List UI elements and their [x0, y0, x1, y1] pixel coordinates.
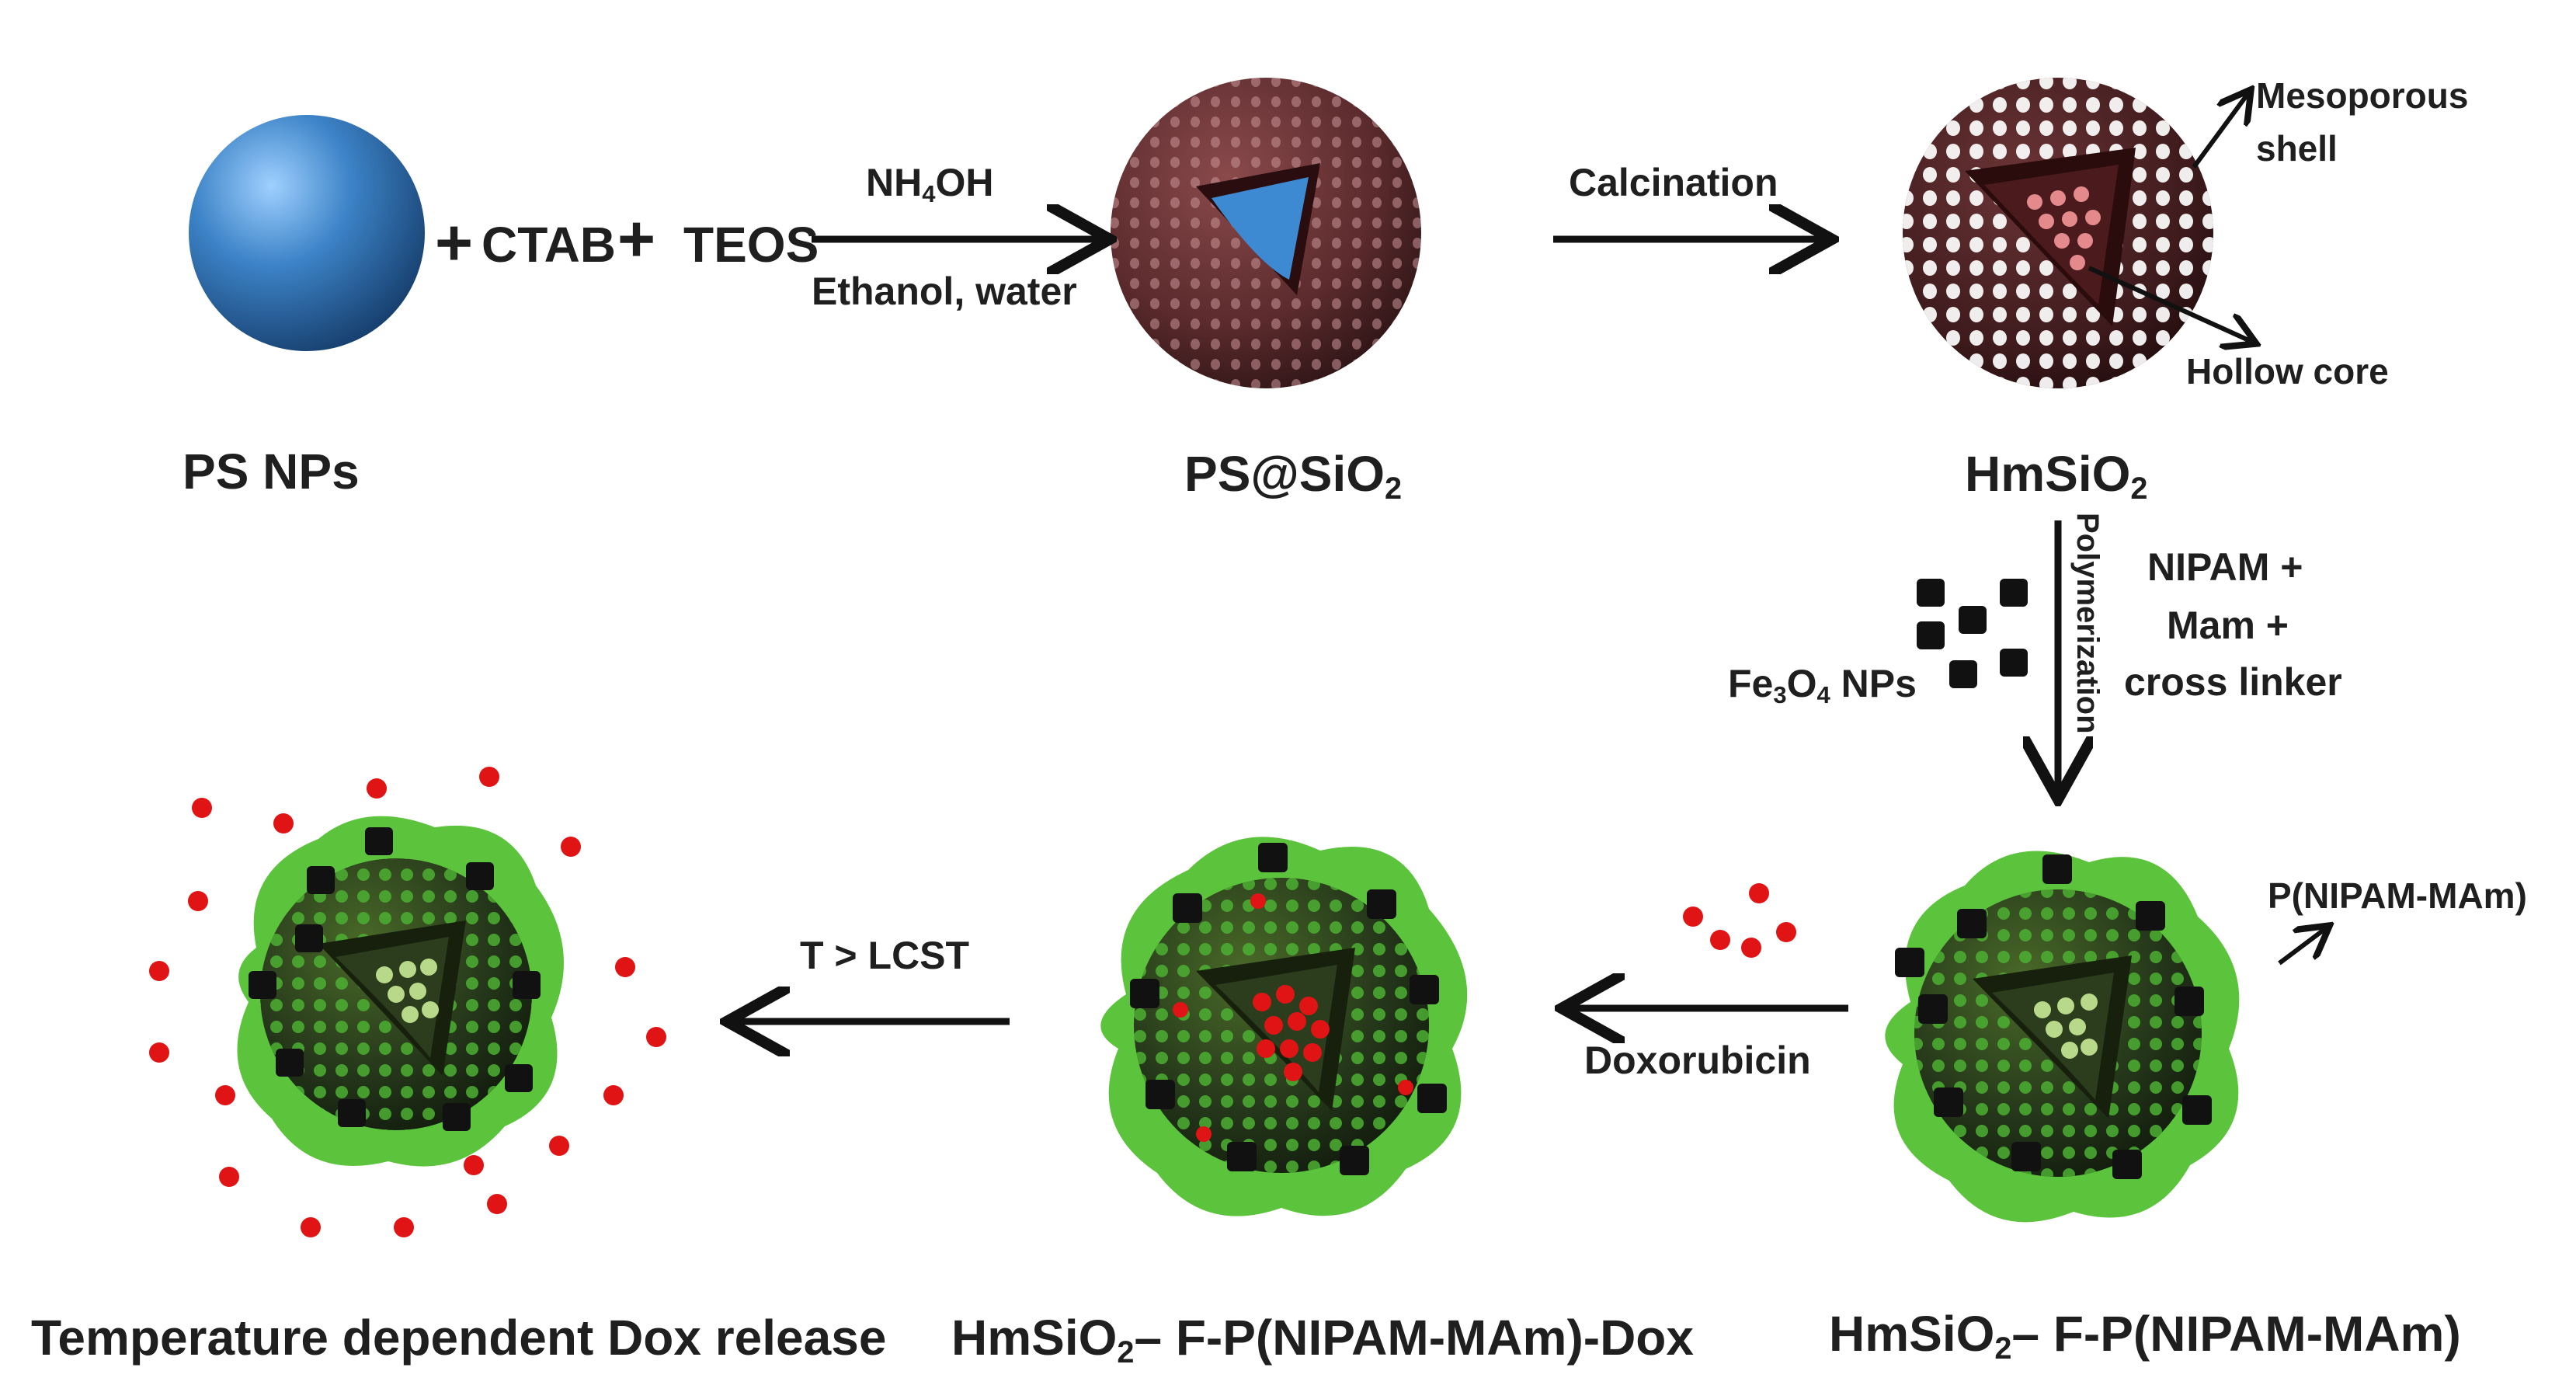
hollow-core-pointer: [2088, 266, 2252, 342]
solvent-label: Ethanol, water: [812, 270, 1077, 313]
monomer-crosslinker: cross linker: [2124, 660, 2342, 704]
fe3o4-nanoparticles: [1917, 579, 2028, 688]
plus-sign-2: +: [617, 202, 656, 275]
composite-particle: [1885, 851, 2240, 1223]
ps-sio2-label: PS@SiO2: [1184, 446, 1403, 506]
doxorubicin-label: Doxorubicin: [1584, 1039, 1811, 1082]
hollow-core-label: Hollow core: [2186, 351, 2389, 391]
mesoporous-shell-label-line1: Mesoporous: [2256, 75, 2469, 116]
polymer-pointer: [2278, 928, 2326, 966]
mesoporous-shell-pointer: [2192, 93, 2248, 169]
release-particle: [237, 816, 565, 1167]
polymer-label: P(NIPAM-MAm): [2268, 875, 2527, 916]
release-label: Temperature dependent Dox release: [31, 1310, 887, 1366]
composite-particle-label: HmSiO2– F-P(NIPAM-MAm): [1829, 1306, 2461, 1366]
released-doxorubicin: [149, 767, 666, 1237]
teos-label: TEOS: [683, 217, 819, 273]
calcination-label: Calcination: [1569, 161, 1778, 204]
reagent-nh4oh: NH4OH: [866, 161, 994, 207]
fe3o4-label: Fe3O4 NPs: [1728, 662, 1917, 708]
hmsio2-label: HmSiO2: [1965, 446, 2148, 506]
dox-loaded-particle: [1100, 837, 1468, 1216]
monomer-mam: Mam +: [2167, 604, 2289, 647]
ctab-label: CTAB: [481, 217, 616, 273]
t-lcst-label: T > LCST: [800, 934, 970, 977]
polymerization-label: Polymerization: [2070, 513, 2105, 734]
hmsio2-particle: [1903, 78, 2213, 388]
doxorubicin-molecules: [1683, 883, 1796, 958]
monomer-nipam: NIPAM +: [2147, 545, 2303, 589]
plus-sign-1: +: [435, 206, 474, 279]
ps-sio2-particle: [1111, 78, 1421, 388]
mesoporous-shell-label-line2: shell: [2256, 128, 2338, 169]
loaded-particle-label: HmSiO2– F-P(NIPAM-MAm)-Dox: [951, 1310, 1694, 1369]
ps-nps-label: PS NPs: [183, 444, 360, 499]
ps-nanoparticle: [189, 115, 425, 351]
